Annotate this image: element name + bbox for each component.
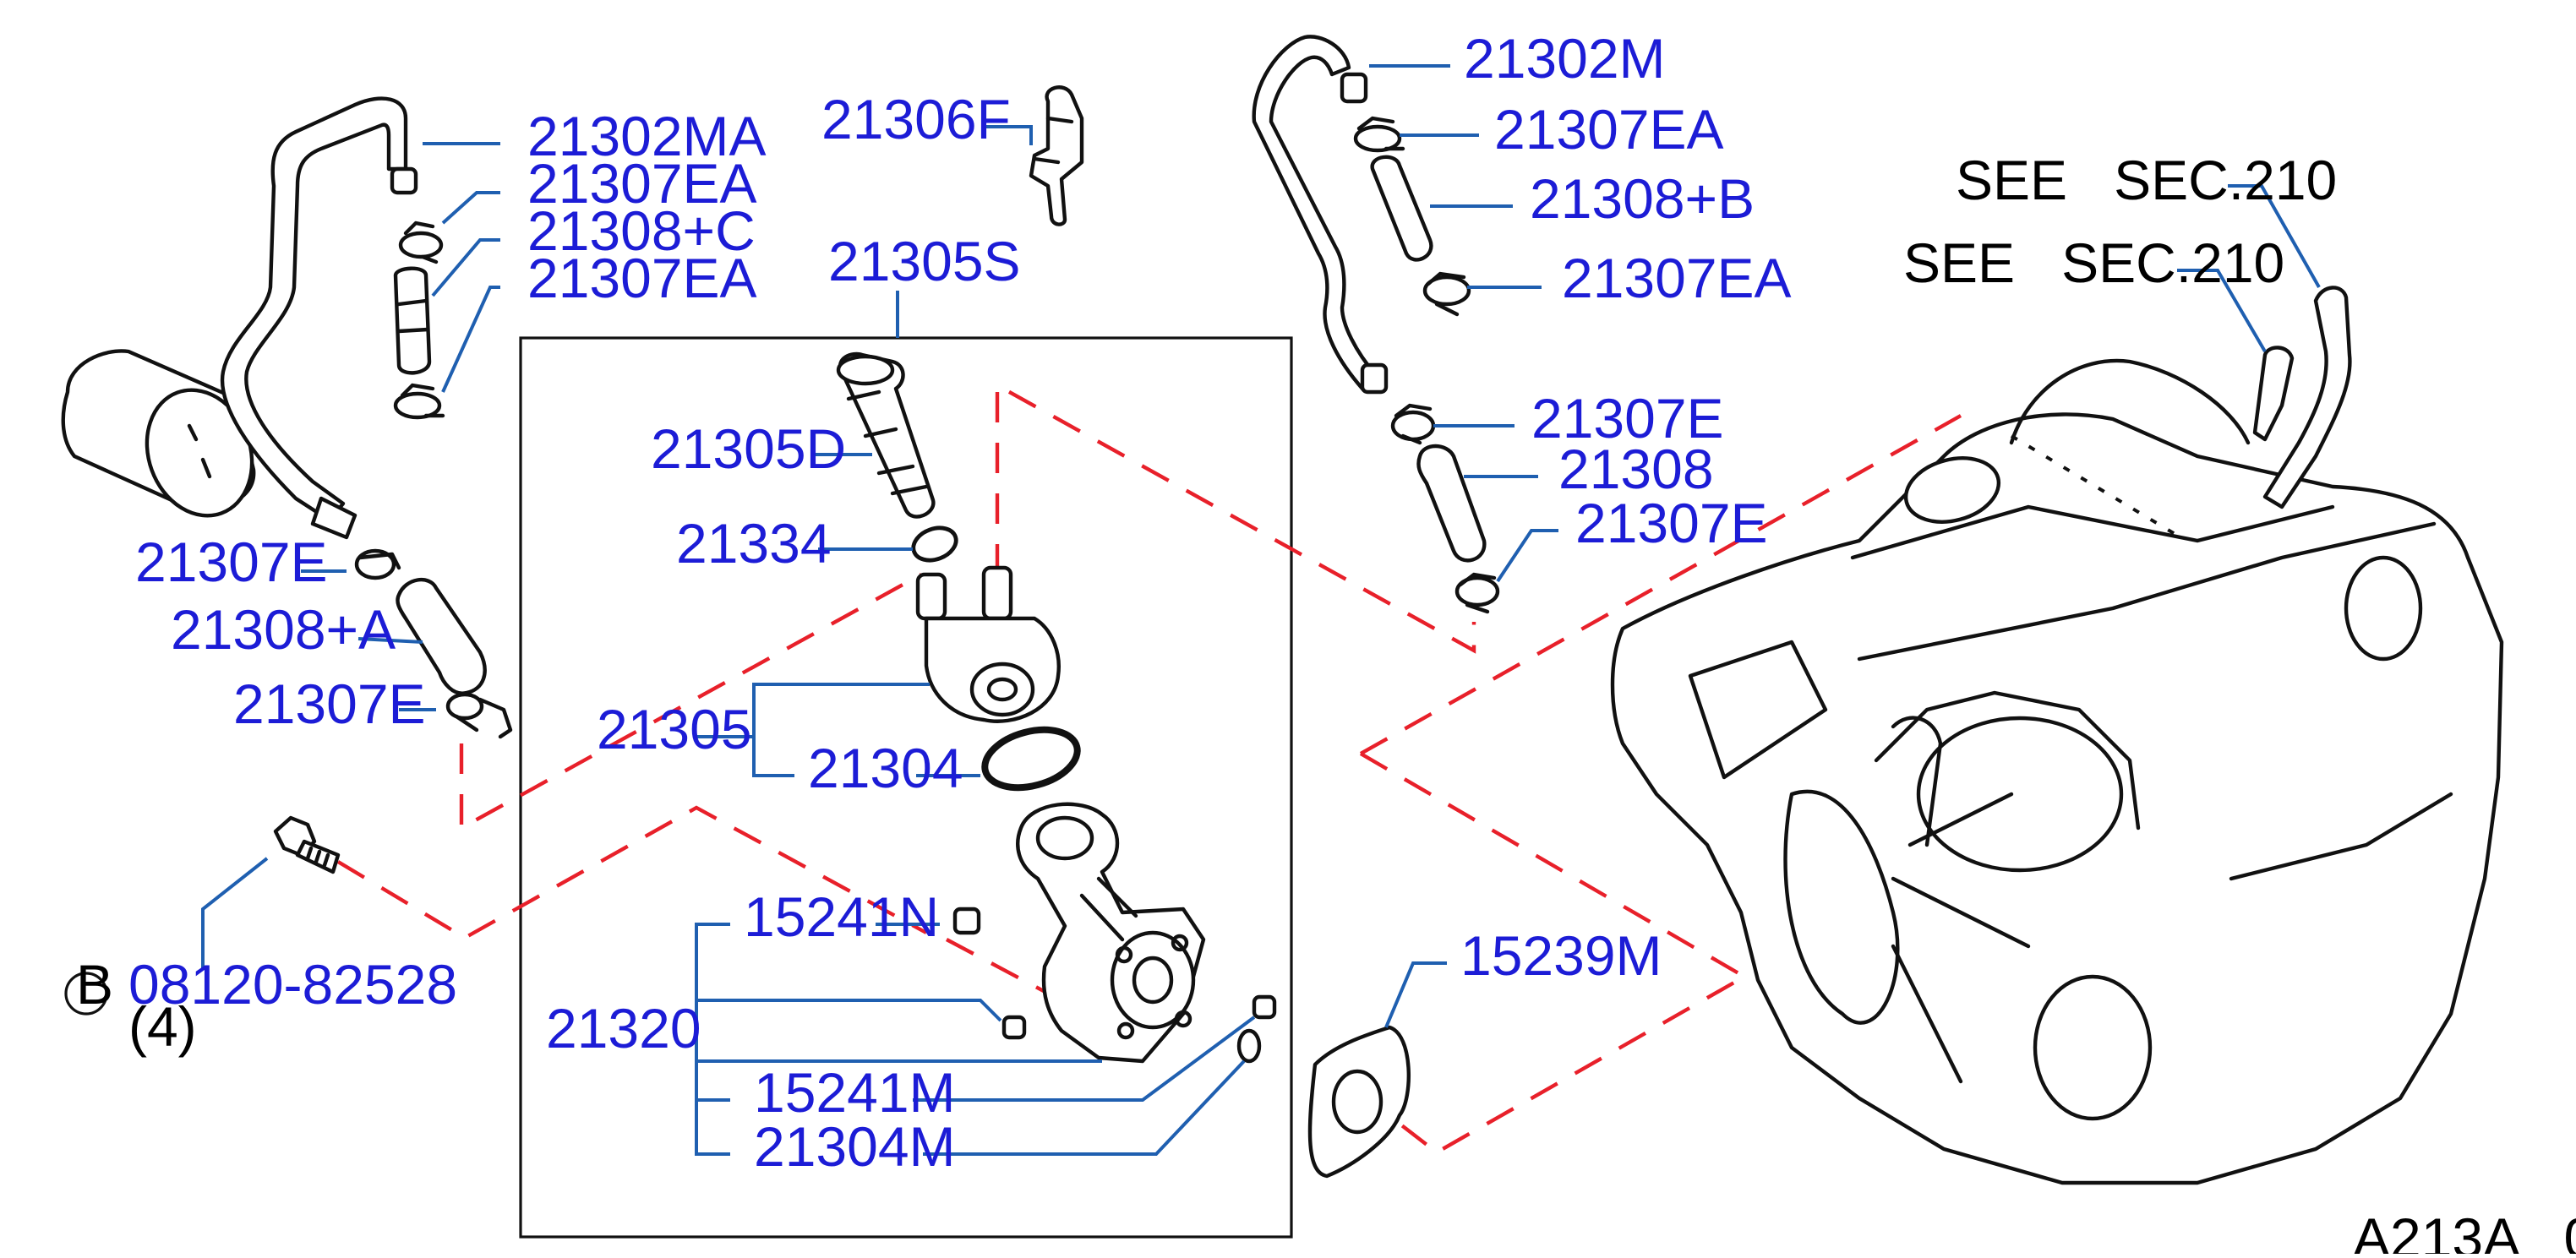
label-21307EA-4[interactable]: 21307EA — [1562, 247, 1792, 309]
pipe-21305D — [836, 351, 936, 519]
label-21307EA-1[interactable]: 21307EA — [527, 152, 757, 215]
clamp-21307EA-upper-left — [398, 221, 444, 264]
diagram-code: A213A 0114 — [2353, 1206, 2576, 1254]
plug-15241N-2 — [1001, 1015, 1027, 1040]
label-21305[interactable]: 21305 — [597, 698, 752, 760]
label-see-sec-210-2: SEE SEC.210 — [1903, 231, 2284, 294]
label-21302MA[interactable]: 21302MA — [527, 105, 767, 167]
water-pump-21320 — [1016, 802, 1206, 1064]
bolt-08120-82528 — [273, 815, 341, 874]
label-21306F[interactable]: 21306F — [821, 88, 1011, 150]
label-see-sec-210-1: SEE SEC.210 — [1956, 149, 2337, 211]
label-08120-82528[interactable]: 08120-82528 — [128, 953, 457, 1016]
label-21307EA-2[interactable]: 21307EA — [527, 247, 757, 309]
plug-15241N — [952, 907, 981, 935]
clamp-21307E-right-2 — [1454, 572, 1500, 614]
seal-21304M — [1236, 1028, 1262, 1064]
engine-assembly — [1610, 286, 2504, 1185]
label-21304M[interactable]: 21304M — [754, 1115, 956, 1178]
label-21307EA-3[interactable]: 21307EA — [1494, 98, 1724, 161]
label-21307E-3[interactable]: 21307E — [1531, 387, 1724, 449]
hose-21306F — [1029, 85, 1084, 226]
gasket-ring-21304 — [981, 726, 1081, 792]
clamp-21307E-right-1 — [1390, 403, 1436, 445]
label-21320[interactable]: 21320 — [546, 997, 701, 1059]
label-15241M[interactable]: 15241M — [754, 1061, 956, 1124]
label-21334[interactable]: 21334 — [676, 512, 832, 575]
label-21302M[interactable]: 21302M — [1464, 27, 1666, 90]
label-15241N[interactable]: 15241N — [744, 885, 939, 948]
clamp-21307EA-lower-left — [393, 383, 445, 420]
label-21305D[interactable]: 21305D — [651, 417, 846, 480]
label-21308C[interactable]: 21308+C — [527, 199, 756, 262]
hose-21308 — [1416, 444, 1487, 563]
bolt-marker-letter: B — [76, 953, 113, 1016]
subassembly-frame — [519, 336, 1293, 1239]
label-bolt-quantity: (4) — [128, 995, 197, 1058]
hose-21302M — [1252, 35, 1389, 395]
clamp-21307E-left-1 — [354, 548, 401, 580]
part-labels: 21302MA 21307EA 21308+C 21307EA 21306F 2… — [76, 27, 2576, 1258]
clamp-21307EA-right-2 — [1422, 271, 1471, 317]
leader-lines — [201, 64, 2321, 1156]
hose-21308C — [393, 266, 432, 375]
outlet-housing-21305 — [915, 565, 1061, 723]
label-21307E-2[interactable]: 21307E — [233, 673, 426, 735]
label-21308B[interactable]: 21308+B — [1530, 167, 1755, 230]
label-21304[interactable]: 21304 — [808, 737, 963, 799]
clamp-21307E-left-2 — [445, 692, 513, 739]
o-ring-21334 — [911, 526, 958, 563]
label-21307E-1[interactable]: 21307E — [135, 531, 328, 593]
label-21308A[interactable]: 21308+A — [171, 598, 396, 661]
label-15239M[interactable]: 15239M — [1460, 924, 1662, 987]
gasket-15239M — [1307, 1025, 1411, 1179]
label-21305S[interactable]: 21305S — [828, 230, 1021, 292]
label-21307E-4[interactable]: 21307E — [1575, 492, 1768, 554]
plug-15241M — [1252, 994, 1277, 1020]
hose-21302MA — [220, 96, 418, 540]
bolt-marker-circle — [64, 972, 108, 1016]
label-21308[interactable]: 21308 — [1558, 438, 1714, 500]
hose-21308B — [1370, 155, 1433, 262]
clamp-21307EA-right-1 — [1353, 116, 1405, 153]
